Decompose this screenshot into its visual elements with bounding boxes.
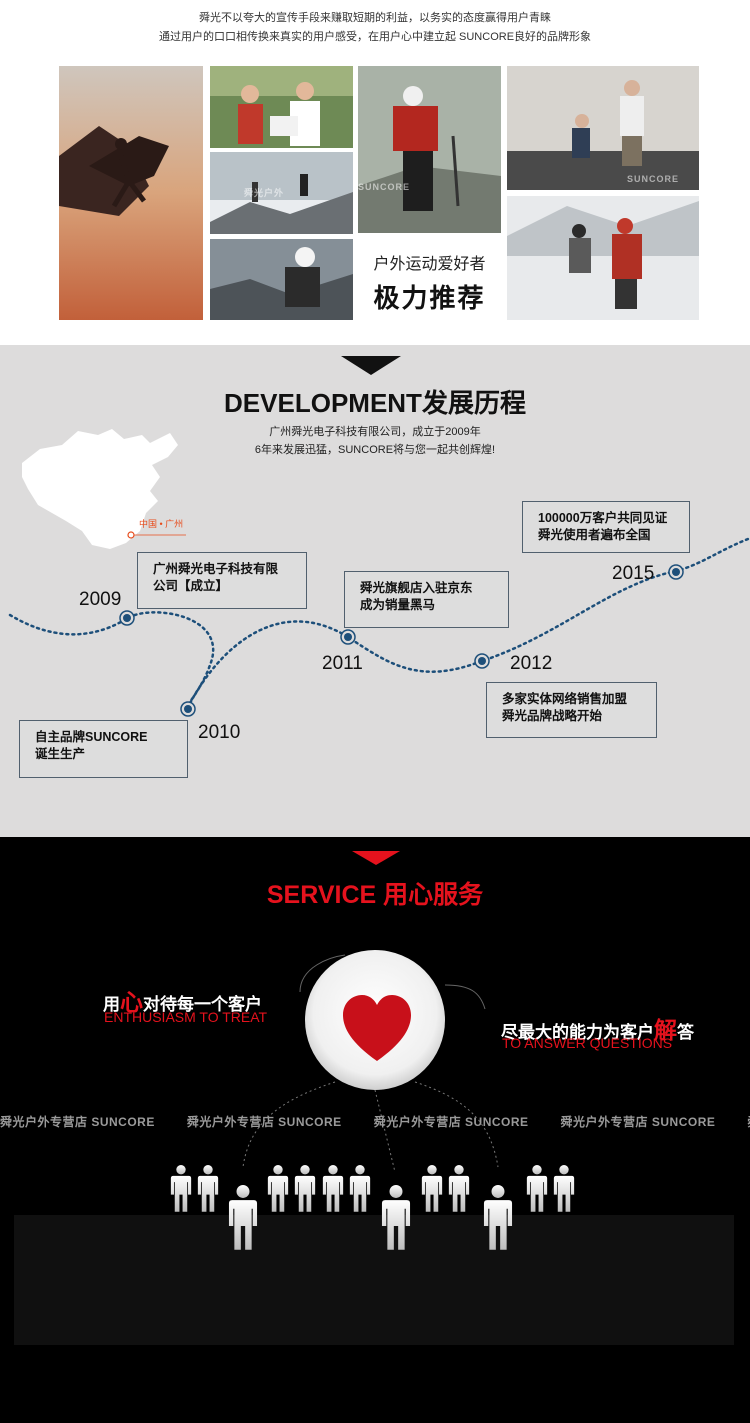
milestone-text-2010-line1: 自主品牌SUNCORE: [35, 730, 148, 744]
service-left-pre: 用: [103, 995, 120, 1014]
development-intro-1: 广州舜光电子科技有限公司，成立于2009年: [269, 426, 481, 438]
service-left-english: ENTHUSIASM TO TREAT: [104, 1009, 268, 1025]
timeline-node-2010: [180, 701, 196, 717]
photo-climber-rope: SUNCORE: [358, 66, 501, 233]
milestone-box-2010: 自主品牌SUNCORE 诞生生产: [19, 720, 188, 778]
service-left-highlight: 心: [120, 989, 143, 1015]
person-icon: [322, 1165, 344, 1212]
service-right-heading: 尽最大的能力为客户解答: [501, 1011, 694, 1045]
promo-subtitle: 户外运动爱好者: [373, 256, 486, 273]
service-graphics: [14, 851, 734, 1345]
person-icon: [228, 1185, 258, 1250]
year-2011: 2011: [322, 653, 363, 674]
intro-text-line-1: 舜光不以夸大的宣传手段来赚取短期的利益，以务实的态度赢得用户青睐: [199, 12, 551, 24]
service-watermark: 舜光户外专营店 SUNCORE: [0, 1115, 155, 1129]
service-left-heading: 用心对待每一个客户: [103, 983, 262, 1017]
person-icon: [294, 1165, 316, 1212]
milestone-text-2009-line2: 公司【成立】: [153, 579, 229, 593]
milestone-text-2012-line2: 舜光品牌战略开始: [502, 709, 603, 723]
photo-rock-climber: [59, 66, 203, 320]
timeline-node-2011: [340, 629, 356, 645]
year-2010: 2010: [198, 722, 241, 743]
milestone-text-2012-line1: 多家实体网络销售加盟: [502, 692, 628, 706]
intro-section: 舜光不以夸大的宣传手段来赚取短期的利益，以务实的态度赢得用户青睐 通过用户的口口…: [0, 0, 750, 345]
service-watermark: 舜光户外专营店 SUNCORE: [747, 1113, 750, 1130]
person-icon: [553, 1165, 575, 1212]
development-intro-2: 6年来发展迅猛，SUNCORE将与您一起共创辉煌!: [254, 444, 496, 456]
service-watermark-strip: 舜光户外专营店 SUNCORE 舜光户外专营店 SUNCORE 舜光户外专营店 SU…: [0, 1113, 750, 1133]
milestone-text-2011-line1: 舜光旗舰店入驻京东: [360, 581, 473, 595]
person-icon: [526, 1165, 548, 1212]
section-pointer-icon: [352, 851, 400, 865]
person-icon: [483, 1185, 513, 1250]
timeline-node-2015: [668, 564, 684, 580]
map-location-label: 中国 • 广州: [139, 519, 184, 529]
person-icon: [421, 1165, 443, 1212]
service-watermark: 舜光户外专营店 SUNCORE: [186, 1115, 342, 1129]
year-2009: 2009: [79, 589, 122, 610]
photo-hikers-map: [210, 66, 353, 148]
milestone-box-2011: 舜光旗舰店入驻京东 成为销量黑马: [344, 571, 509, 628]
timeline-node-2012: [474, 653, 490, 669]
milestone-box-2012: 多家实体网络销售加盟 舜光品牌战略开始: [486, 682, 657, 738]
photo-summit-hikers: 舜光户外: [210, 152, 353, 234]
year-2012: 2012: [510, 653, 553, 674]
milestone-box-2009: 广州舜光电子科技有限 公司【成立】: [137, 552, 307, 609]
person-icon: [349, 1165, 371, 1212]
timeline-node-2009: [119, 610, 135, 626]
milestone-box-2015: 100000万客户共同见证 舜光使用者遍布全国: [522, 501, 690, 553]
photo-watermark: SUNCORE: [358, 182, 411, 192]
photo-watermark: SUNCORE: [627, 174, 680, 184]
milestone-text-2015-line1: 100000万客户共同见证: [538, 511, 668, 525]
service-watermark: 舜光户外专营店 SUNCORE: [560, 1115, 716, 1129]
person-icon: [197, 1165, 219, 1212]
service-right-post: 答: [677, 1023, 694, 1042]
milestone-text-2011-line2: 成为销量黑马: [360, 598, 436, 612]
photo-hiker-helmet: [210, 239, 353, 320]
service-right-english: TO ANSWER QUESTIONS: [502, 1035, 673, 1051]
service-left-post: 对待每一个客户: [143, 995, 262, 1014]
milestone-text-2010-line2: 诞生生产: [35, 747, 86, 761]
china-map-icon: [22, 429, 178, 549]
service-section: SERVICE 用心服务 用心对待每一个客户 ENTHUSIASM TO TRE…: [0, 837, 750, 1423]
timeline-path: [8, 537, 750, 714]
person-icon: [381, 1185, 411, 1250]
service-right-pre: 尽最大的能力为客户: [501, 1023, 654, 1042]
timeline-graphics: [8, 356, 750, 717]
year-2015: 2015: [612, 563, 655, 584]
milestone-text-2009-line1: 广州舜光电子科技有限: [153, 562, 279, 576]
heart-icon: [343, 995, 411, 1061]
development-section: DEVELOPMENT发展历程 广州舜光电子科技有限公司，成立于2009年 6年…: [0, 345, 750, 837]
section-pointer-icon: [341, 356, 401, 375]
photo-watermark: 舜光户外: [244, 188, 285, 198]
curved-arrow-icon: [444, 984, 486, 1010]
service-right-highlight: 解: [654, 1017, 677, 1043]
photo-snow-trekkers: [507, 196, 699, 320]
curved-arrow-icon: [299, 954, 346, 993]
person-icon: [170, 1165, 192, 1212]
service-watermark: 舜光户外专营店 SUNCORE: [373, 1115, 529, 1129]
promo-title: 极力推荐: [373, 283, 486, 313]
milestone-text-2015-line2: 舜光使用者遍布全国: [538, 528, 651, 542]
people-icons: [170, 1165, 575, 1250]
person-icon: [267, 1165, 289, 1212]
photo-couple-hiking: SUNCORE: [507, 66, 699, 190]
development-title: DEVELOPMENT发展历程: [224, 388, 526, 418]
intro-text-line-2: 通过用户的口口相传换来真实的用户感受，在用户心中建立起 SUNCORE良好的品牌…: [158, 31, 592, 43]
service-title: SERVICE 用心服务: [266, 881, 484, 909]
person-icon: [448, 1165, 470, 1212]
